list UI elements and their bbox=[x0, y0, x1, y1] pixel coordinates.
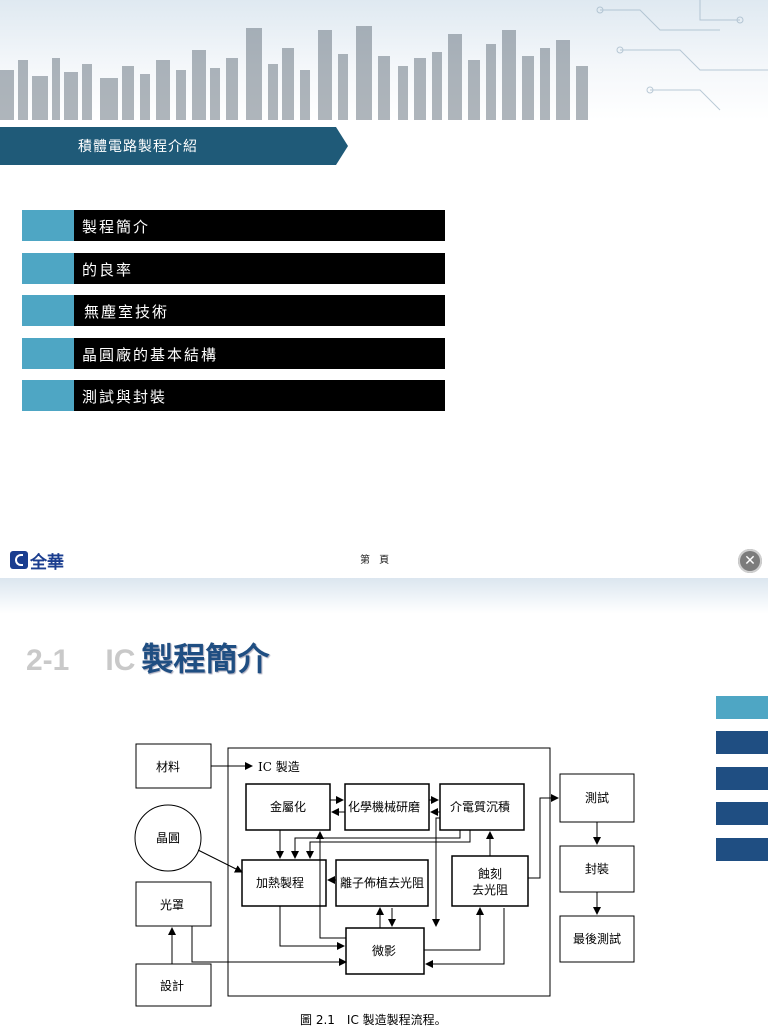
side-nav-tab-3[interactable] bbox=[716, 767, 768, 790]
ic-manufacture-frame bbox=[227, 747, 551, 997]
logo-mark-icon bbox=[10, 551, 28, 569]
thermal-box bbox=[241, 859, 327, 907]
dielectric-label: 介電質沉積 bbox=[450, 799, 510, 814]
side-nav-tab-2[interactable] bbox=[716, 731, 768, 754]
menu-item-bar bbox=[74, 338, 445, 369]
slide-1: 積體電路製程介紹 製程簡介 的良率 無塵室技術 晶圓廠的基本結構 測試與封裝 bbox=[0, 0, 768, 411]
slide-title: 積體電路製程介紹 bbox=[78, 139, 198, 155]
menu-item-tab bbox=[22, 380, 74, 411]
skyline-header bbox=[0, 0, 768, 120]
final-test-box bbox=[559, 915, 635, 963]
etch-label-2: 去光阻 bbox=[472, 883, 508, 897]
section-number: 2-1 bbox=[26, 644, 70, 677]
mask-box bbox=[135, 881, 212, 927]
menu-item-tab bbox=[22, 253, 74, 284]
side-nav-tab-4[interactable] bbox=[716, 802, 768, 825]
final-test-label: 最後測試 bbox=[573, 931, 621, 946]
page-number-label: 第 頁 bbox=[360, 555, 393, 566]
implant-label: 離子佈植去光阻 bbox=[340, 875, 424, 890]
mask-label: 光罩 bbox=[160, 898, 184, 912]
metallization-label: 金屬化 bbox=[270, 799, 306, 814]
side-nav-tab-1[interactable] bbox=[716, 696, 768, 719]
cmp-box bbox=[344, 783, 430, 831]
package-label: 封裝 bbox=[585, 862, 609, 876]
wafer-label: 晶圓 bbox=[156, 831, 180, 845]
menu-item-label: 的良率 bbox=[82, 261, 134, 279]
design-box bbox=[135, 963, 212, 1007]
dielectric-box bbox=[439, 783, 525, 831]
cmp-label: 化學機械研磨 bbox=[348, 799, 420, 814]
slide-2-header-graphic bbox=[0, 578, 768, 614]
logo-text: 全華 bbox=[30, 552, 64, 573]
test-label: 測試 bbox=[585, 790, 609, 805]
menu-item-process-intro[interactable]: 製程簡介 bbox=[22, 210, 445, 241]
menu-item-fab-structure[interactable]: 晶圓廠的基本結構 bbox=[22, 338, 445, 369]
menu-item-test-package[interactable]: 測試與封裝 bbox=[22, 380, 445, 411]
ic-manufacture-label: IC 製造 bbox=[258, 760, 300, 774]
etch-label-1: 蝕刻 bbox=[478, 866, 502, 881]
flow-diagram-svg: 材料 IC 製造 晶圓 光罩 設計 金屬化 化學機械研磨 介電質沉積 加熱製程 … bbox=[134, 743, 635, 1007]
title-banner: 積體電路製程介紹 bbox=[0, 127, 348, 165]
menu-item-yield[interactable]: 的良率 bbox=[22, 253, 445, 284]
implant-box bbox=[335, 859, 429, 907]
section-prefix: IC bbox=[105, 644, 136, 677]
design-label: 設計 bbox=[160, 978, 184, 993]
wafer-circle bbox=[134, 804, 202, 872]
publisher-logo: 全華 bbox=[10, 548, 64, 573]
materials-label: 材料 bbox=[156, 760, 180, 774]
menu-item-cleanroom[interactable]: 無塵室技術 bbox=[22, 295, 445, 326]
section-title: 製程簡介 bbox=[141, 640, 270, 678]
menu-item-label: 無塵室技術 bbox=[84, 303, 170, 321]
thermal-label: 加熱製程 bbox=[256, 875, 304, 890]
menu-item-bar bbox=[74, 210, 445, 241]
close-button[interactable]: ✕ bbox=[738, 549, 762, 573]
close-icon: ✕ bbox=[744, 553, 756, 569]
menu-item-bar bbox=[74, 380, 445, 411]
skyline-illustration bbox=[0, 0, 768, 120]
menu-item-label: 測試與封裝 bbox=[82, 388, 168, 406]
menu-item-label: 製程簡介 bbox=[82, 218, 151, 236]
figure-caption: 圖 2.1 IC 製造製程流程。 bbox=[300, 1013, 447, 1027]
menu-item-tab bbox=[22, 295, 74, 326]
menu-item-tab bbox=[22, 210, 74, 241]
etch-box bbox=[451, 855, 529, 907]
menu-item-label: 晶圓廠的基本結構 bbox=[82, 346, 219, 364]
litho-label: 微影 bbox=[372, 944, 396, 958]
ic-process-flow-diagram: 材料 IC 製造 晶圓 光罩 設計 金屬化 化學機械研磨 介電質沉積 加熱製程 … bbox=[130, 738, 640, 1008]
metallization-box bbox=[245, 783, 331, 831]
litho-box bbox=[345, 927, 425, 975]
menu-item-bar bbox=[74, 295, 445, 326]
menu-item-bar bbox=[74, 253, 445, 284]
menu-item-tab bbox=[22, 338, 74, 369]
side-nav-tab-5[interactable] bbox=[716, 838, 768, 861]
